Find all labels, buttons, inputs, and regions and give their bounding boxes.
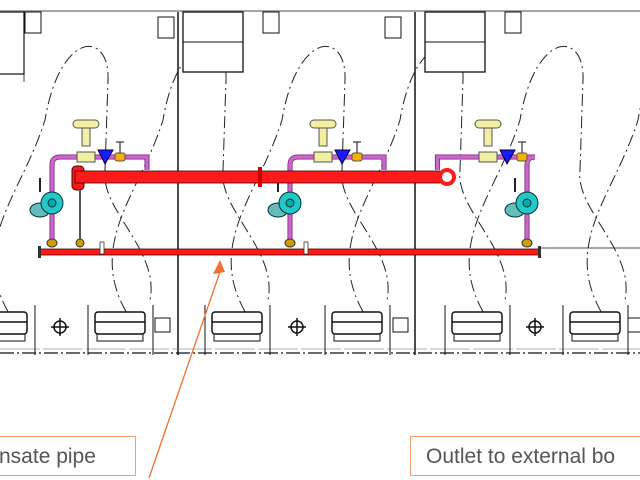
- junction-box: [157, 16, 175, 39]
- heating-coil-outline: [348, 45, 507, 331]
- steam-trap: [284, 238, 296, 248]
- radiator-unit: [211, 311, 263, 335]
- radiator-unit: [94, 311, 146, 335]
- radiator-unit: [0, 311, 28, 335]
- control-valve-icon: [76, 151, 96, 163]
- control-valve-icon: [313, 151, 333, 163]
- radiator-unit: [331, 311, 383, 335]
- steam-trap: [521, 238, 533, 248]
- heating-coil-outline: [586, 107, 640, 331]
- callout-arrow: [148, 260, 225, 479]
- gate-valve-icon: [114, 152, 126, 162]
- heating-coil-outline: [230, 45, 389, 331]
- junction-box: [262, 11, 280, 34]
- junction-box: [392, 317, 409, 333]
- gate-valve-icon: [516, 152, 528, 162]
- junction-box: [504, 11, 522, 34]
- structure-lines: [0, 10, 640, 355]
- strainer-icon: [97, 149, 114, 166]
- steam-trap: [46, 238, 58, 248]
- junction-box: [154, 317, 171, 333]
- heating-coil-outline: [468, 45, 627, 331]
- manhole-icon: [288, 318, 306, 336]
- junction-box: [627, 317, 640, 333]
- actuator: [309, 119, 337, 129]
- junction-box: [384, 16, 402, 39]
- junction-box: [24, 11, 42, 34]
- condensate-pipe: [39, 248, 541, 256]
- manhole-icon: [526, 318, 544, 336]
- gate-valve-icon: [351, 152, 363, 162]
- manhole-icon: [51, 318, 69, 336]
- steam-trap: [75, 238, 85, 248]
- strainer-icon: [499, 149, 516, 166]
- condensate-pipe-label: nsate pipe: [0, 436, 136, 476]
- pipe-end-flange: [438, 168, 456, 186]
- radiator-unit: [451, 311, 503, 335]
- actuator: [72, 119, 100, 129]
- pump-module: [434, 119, 539, 248]
- condensate-header-pipe: [74, 170, 441, 184]
- pump-module: [29, 119, 150, 248]
- actuator: [474, 119, 502, 129]
- heating-coil-outline: [111, 45, 270, 331]
- radiator-unit: [569, 311, 621, 335]
- control-valve-icon: [478, 151, 498, 163]
- pump-module: [267, 119, 387, 248]
- outlet-label: Outlet to external bo: [410, 436, 640, 476]
- strainer-icon: [334, 149, 351, 166]
